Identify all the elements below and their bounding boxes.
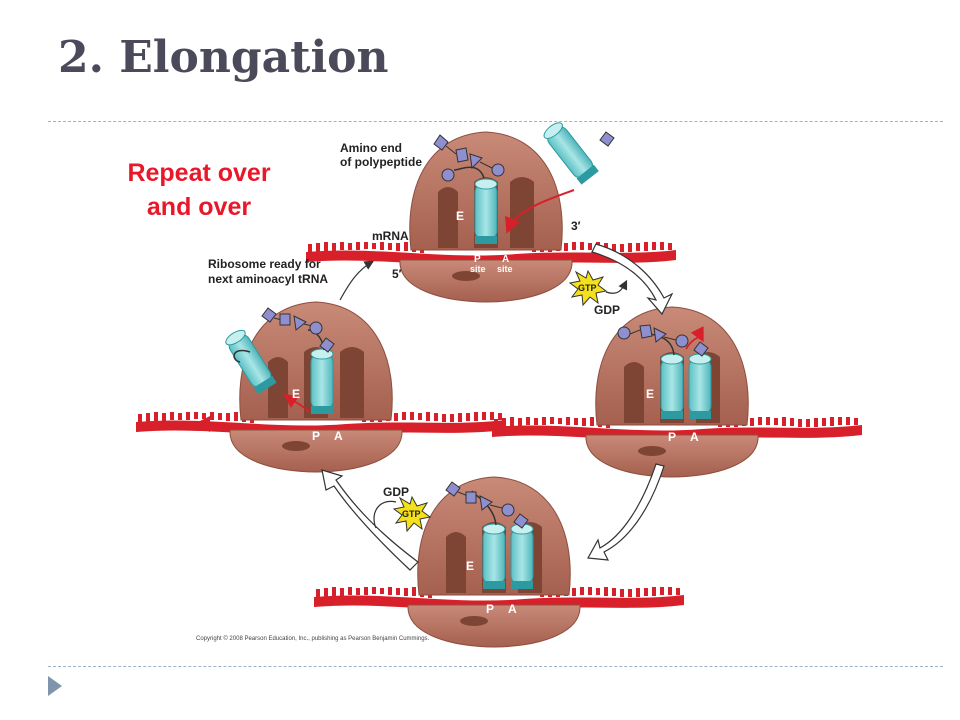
ribosome-bottom [312, 476, 686, 648]
label-a-bottom: A [508, 602, 517, 616]
copyright-notice: Copyright © 2008 Pearson Education, Inc.… [196, 635, 430, 642]
label-gtp-right: GTP [578, 283, 597, 293]
label-gdp-right: GDP [594, 303, 620, 317]
incoming-amino-acid [599, 131, 615, 147]
label-gtp-bottom: GTP [402, 509, 421, 519]
label-3-prime: 3′ [571, 219, 581, 233]
label-amino-end: Amino end [340, 141, 402, 155]
top-divider [48, 121, 943, 122]
gtp-gdp-arrow-right [605, 279, 628, 294]
label-p-right: P [668, 430, 676, 444]
cycle-arrow-top-to-right [591, 243, 674, 316]
label-polypeptide: of polypeptide [340, 155, 422, 169]
label-p-left: P [312, 429, 320, 443]
cycle-arrow-left-to-top [339, 260, 375, 301]
label-e-site-top: E [456, 209, 464, 223]
repeat-line-1: Repeat over [127, 159, 271, 187]
label-e-site-bottom: E [466, 559, 474, 573]
repeat-line-2: and over [146, 193, 252, 221]
gtp-burst-icon: GTP [569, 270, 607, 306]
label-e-site-left: E [292, 387, 300, 401]
cycle-arrow-right-to-bottom [587, 463, 665, 561]
label-p-bottom: P [486, 602, 494, 616]
label-a-left: A [334, 429, 343, 443]
exiting-trna-tail [233, 349, 251, 363]
ribosome-top [304, 131, 678, 303]
ribosome-right [490, 306, 864, 478]
cycle-arrow-bottom-to-left [321, 469, 419, 571]
gtp-burst-icon: GTP [393, 496, 431, 532]
label-next-aminoacyl: next aminoacyl tRNA [208, 272, 328, 286]
label-p-site-top: site [470, 264, 486, 274]
repeat-caption: Repeat over and over [104, 156, 294, 224]
label-a-site-top: site [497, 264, 513, 274]
bullet-triangle-icon [48, 676, 62, 696]
bottom-peptide-chain [445, 481, 529, 529]
gtp-gdp-arrow-bottom [373, 500, 397, 529]
label-p-top: P [474, 254, 481, 265]
label-mrna: mRNA [372, 229, 409, 243]
label-ribosome-ready: Ribosome ready for [208, 257, 321, 271]
right-peptide-chain [617, 324, 709, 357]
label-gdp-bottom: GDP [383, 485, 409, 499]
label-5-prime: 5′ [392, 267, 402, 281]
label-a-right: A [690, 430, 699, 444]
left-peptide-chain [261, 307, 335, 353]
slide-title: 2. Elongation [58, 32, 389, 83]
label-e-site-right: E [646, 387, 654, 401]
bottom-divider [48, 666, 943, 667]
label-a-top: A [502, 254, 509, 265]
top-peptide-chain [433, 134, 505, 177]
